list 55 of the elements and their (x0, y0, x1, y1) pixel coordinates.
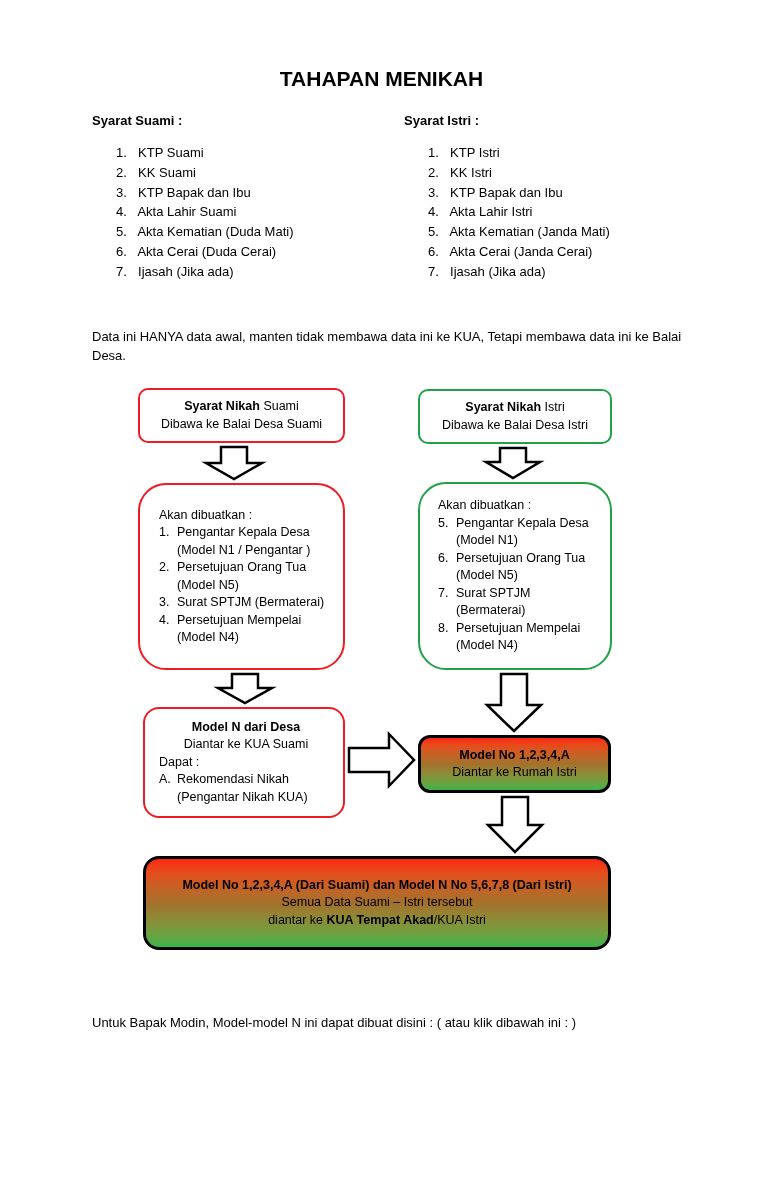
box-text: Akan dibuatkan : (159, 506, 254, 524)
box-text: Dapat : (159, 753, 201, 771)
note-text: Untuk Bapak Modin, Model-model N ini dapat dibuat disini : ( atau klik dibawah ini : ) (92, 1014, 578, 1032)
box-text: Syarat Nikah Suami (183, 398, 300, 415)
box-text: Akan dibuatkan : (438, 497, 533, 515)
process-box (418, 735, 611, 793)
box-text: Diantar ke KUA Suami (182, 736, 310, 754)
list-item: 3. KTP Bapak dan Ibu (428, 183, 564, 202)
section-heading: Syarat Suami : (92, 112, 184, 130)
list-item: 2. KK Suami (116, 163, 197, 182)
process-box (418, 482, 612, 670)
block-arrow (485, 795, 545, 854)
list-item: 6. Persetujuan Orang Tua (Model N5) (438, 549, 587, 585)
list-item: 2. KK Istri (428, 163, 493, 182)
list-item: 4. Akta Lahir Suami (116, 203, 238, 222)
list-item: 3. KTP Bapak dan Ibu (116, 183, 252, 202)
block-arrow (213, 672, 277, 705)
block-arrow (481, 446, 545, 480)
process-box (418, 389, 612, 444)
process-box (143, 856, 611, 950)
page-title: TAHAPAN MENIKAH (278, 66, 485, 92)
list-item: 5. Pengantar Kepala Desa (Model N1) (438, 514, 590, 550)
box-text: Dibawa ke Balai Desa Suami (159, 415, 324, 433)
process-box (138, 483, 345, 670)
box-text: Dibawa ke Balai Desa Istri (441, 416, 589, 434)
block-arrow (201, 445, 267, 481)
process-box (138, 388, 345, 443)
list-item: 7. Surat SPTJM (Bermaterai) (438, 584, 532, 620)
list-item: 6. Akta Cerai (Janda Cerai) (428, 243, 594, 261)
box-text: diantar ke KUA Tempat Akad/KUA Istri (267, 911, 487, 929)
list-item: A. Rekomendasi Nikah (Pengantar Nikah KUA) (159, 771, 309, 806)
list-item: 7. Ijasah (Jika ada) (116, 262, 235, 281)
list-item: 8. Persetujuan Mempelai (Model N4) (438, 619, 582, 655)
list-item: 7. Ijasah (Jika ada) (428, 262, 547, 281)
list-item: 2. Persetujuan Orang Tua (Model N5) (159, 559, 308, 594)
box-heading: Model No 1,2,3,4,A (Dari Suami) dan Model N No 5,6,7,8 (Dari Istri) (181, 876, 573, 894)
list-item: 5. Akta Kematian (Duda Mati) (116, 223, 295, 242)
list-item: 5. Akta Kematian (Janda Mati) (428, 223, 611, 242)
note-text: Data ini HANYA data awal, manten tidak membawa data ini ke KUA, Tetapi membawa data ini ke Balai Desa. (92, 328, 683, 365)
section-heading: Syarat Istri : (404, 112, 481, 130)
list-item: 4. Akta Lahir Istri (428, 203, 534, 222)
box-text: Semua Data Suami – Istri tersebut (280, 894, 474, 912)
list-item: 4. Persetujuan Mempelai (Model N4) (159, 611, 303, 646)
block-arrow (347, 730, 416, 790)
process-box (143, 707, 345, 818)
list-item: 1. KTP Suami (116, 144, 205, 162)
box-heading: Model No 1,2,3,4,A (458, 746, 571, 764)
box-heading: Model N dari Desa (190, 718, 302, 736)
box-text: Diantar ke Rumah Istri (451, 764, 578, 781)
list-item: 3. Surat SPTJM (Bermaterai) (159, 594, 326, 611)
list-item: 1. Pengantar Kepala Desa (Model N1 / Pengantar ) (159, 524, 312, 559)
list-item: 1. KTP Istri (428, 144, 501, 162)
list-item: 6. Akta Cerai (Duda Cerai) (116, 243, 278, 261)
block-arrow (483, 672, 545, 733)
box-text: Syarat Nikah Istri (464, 399, 566, 416)
